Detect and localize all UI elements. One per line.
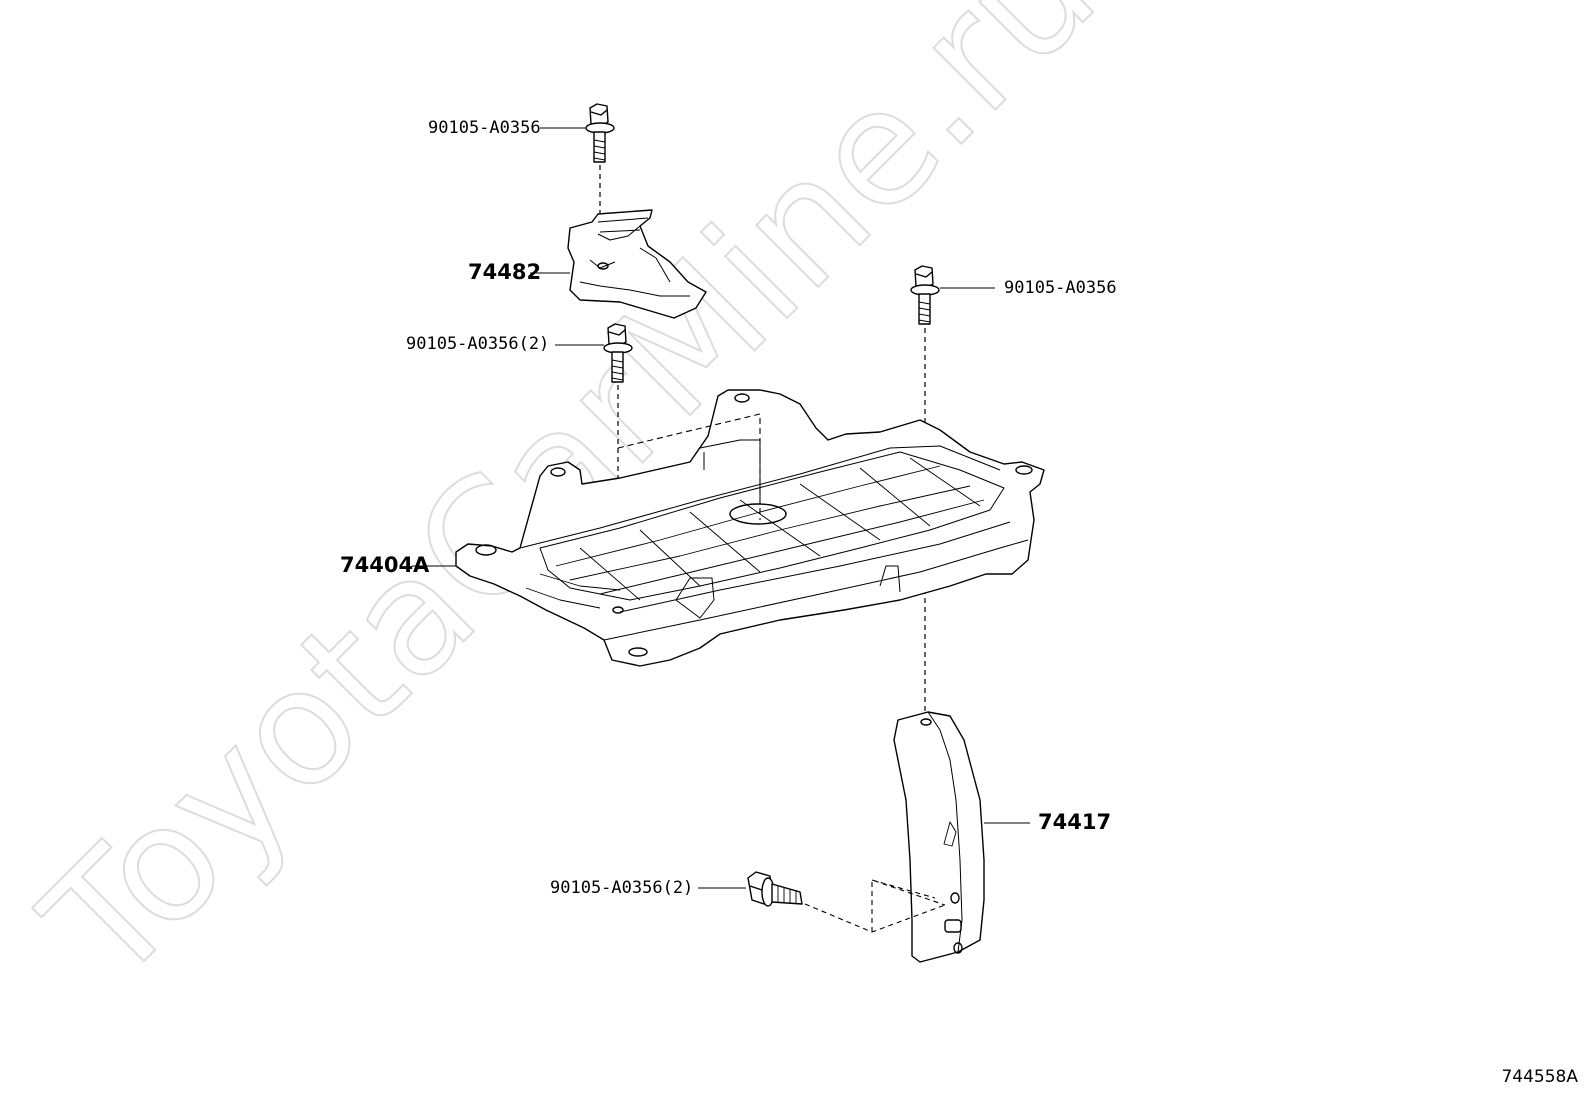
bolt-top[interactable] <box>585 103 615 163</box>
label-bracket-74417[interactable]: 74417 <box>1038 810 1112 834</box>
bracket-74417[interactable] <box>893 711 985 963</box>
dash-bolt-bottom <box>804 879 946 933</box>
bolt-bottom[interactable] <box>747 871 803 907</box>
bolt-mid-left[interactable] <box>603 323 633 383</box>
bracket-74482[interactable] <box>567 209 707 319</box>
label-bolt-bottom[interactable]: 90105-A0356(2) <box>550 878 694 898</box>
label-bolt-top[interactable]: 90105-A0356 <box>428 118 541 138</box>
label-bolt-right[interactable]: 90105-A0356 <box>1004 278 1117 298</box>
label-tray-74404a[interactable]: 74404A <box>340 553 430 577</box>
label-bracket-74482[interactable]: 74482 <box>468 260 542 284</box>
label-bolt-mid-left[interactable]: 90105-A0356(2) <box>406 334 550 354</box>
bolt-right[interactable] <box>910 265 940 325</box>
figure-code: 744558A <box>1501 1067 1578 1087</box>
battery-tray-74404a[interactable] <box>455 389 1045 667</box>
